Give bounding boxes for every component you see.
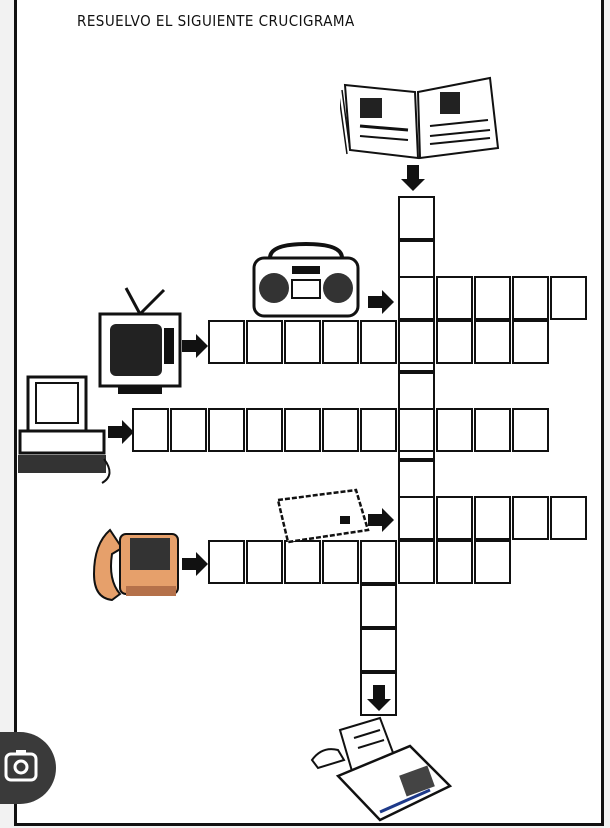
crossword-cell[interactable]	[474, 540, 511, 584]
crossword-cell[interactable]	[398, 320, 435, 364]
crossword-cell[interactable]	[398, 196, 435, 240]
crossword-cell[interactable]	[398, 408, 435, 452]
letter-envelope-icon	[276, 488, 370, 544]
crossword-cell[interactable]	[398, 276, 435, 320]
crossword-cell[interactable]	[550, 496, 587, 540]
arrow-icon	[182, 334, 208, 358]
crossword-cell[interactable]	[398, 496, 435, 540]
crossword-cell[interactable]	[360, 408, 397, 452]
crossword-cell[interactable]	[284, 408, 321, 452]
radio-cassette-icon	[252, 241, 360, 318]
crossword-cell[interactable]	[360, 540, 397, 584]
crossword-cell[interactable]	[170, 408, 207, 452]
crossword-cell[interactable]	[436, 320, 473, 364]
crossword-cell[interactable]	[132, 408, 169, 452]
crossword-cell[interactable]	[360, 320, 397, 364]
arrow-icon	[368, 508, 394, 532]
crossword-cell[interactable]	[284, 320, 321, 364]
fax-machine-icon	[310, 716, 453, 822]
arrow-icon	[108, 420, 134, 444]
crossword-cell[interactable]	[436, 276, 473, 320]
crossword-cell[interactable]	[246, 540, 283, 584]
arrow-icon	[182, 552, 208, 576]
telephone-icon	[92, 528, 179, 602]
crossword-cell[interactable]	[474, 320, 511, 364]
crossword-cell[interactable]	[512, 408, 549, 452]
crossword-cell[interactable]	[322, 320, 359, 364]
crossword-cell[interactable]	[436, 408, 473, 452]
arrow-icon	[401, 165, 425, 191]
crossword-cell[interactable]	[208, 408, 245, 452]
camera-search-icon	[4, 750, 38, 782]
crossword-cell[interactable]	[512, 276, 549, 320]
crossword-cell[interactable]	[398, 540, 435, 584]
crossword-cell[interactable]	[208, 320, 245, 364]
crossword-cell[interactable]	[512, 496, 549, 540]
crossword-cell[interactable]	[360, 628, 397, 672]
crossword-cell[interactable]	[474, 496, 511, 540]
crossword-cell[interactable]	[512, 320, 549, 364]
newspaper-icon	[340, 76, 500, 160]
crossword-cell[interactable]	[246, 408, 283, 452]
arrow-icon	[368, 290, 394, 314]
crossword-cell[interactable]	[208, 540, 245, 584]
page-title: RESUELVO EL SIGUIENTE CRUCIGRAMA	[77, 12, 355, 30]
crossword-cell[interactable]	[474, 408, 511, 452]
crossword-cell[interactable]	[436, 540, 473, 584]
crossword-cell[interactable]	[474, 276, 511, 320]
crossword-cell[interactable]	[360, 584, 397, 628]
crossword-cell[interactable]	[322, 540, 359, 584]
arrow-icon	[367, 685, 391, 711]
crossword-cell[interactable]	[550, 276, 587, 320]
image-search-lens-button[interactable]	[0, 732, 56, 804]
crossword-cell[interactable]	[246, 320, 283, 364]
crossword-cell[interactable]	[436, 496, 473, 540]
crossword-cell[interactable]	[284, 540, 321, 584]
television-icon	[98, 287, 182, 394]
crossword-cell[interactable]	[322, 408, 359, 452]
computer-icon	[18, 375, 111, 484]
